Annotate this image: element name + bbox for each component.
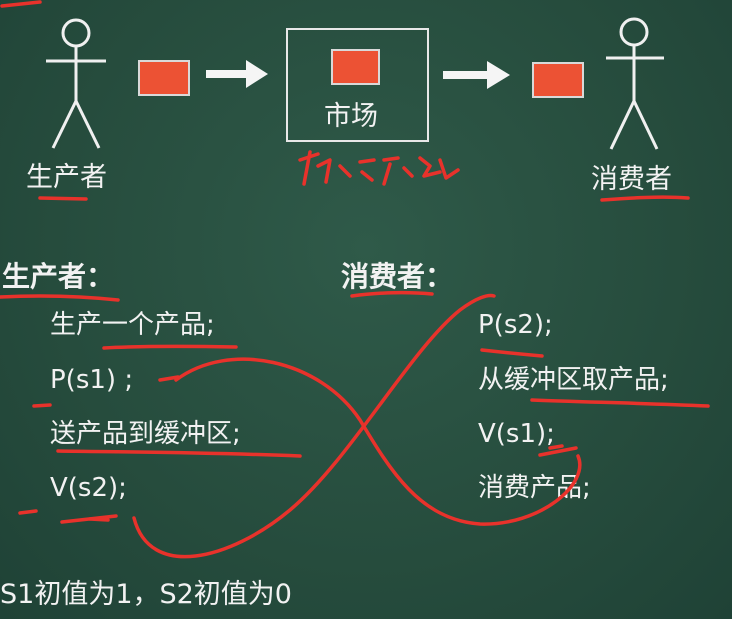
- underline-consumer-line-2: [530, 398, 710, 408]
- corner-mark: [0, 0, 42, 8]
- producer-line-3: 送产品到缓冲区;: [50, 419, 241, 449]
- handwritten-note: [298, 150, 460, 186]
- curve-s2-link: [132, 293, 496, 559]
- producer-heading: 生产者：: [2, 260, 115, 293]
- tick-producer-line-4a: [18, 509, 38, 515]
- underline-producer-line-3: [56, 449, 302, 458]
- tick-consumer-line-3b: [538, 446, 578, 457]
- tick-producer-line-4b: [88, 517, 110, 522]
- market-box: [286, 28, 429, 142]
- consumer-line-2: 从缓冲区取产品;: [478, 365, 669, 395]
- market-label: 市场: [324, 101, 378, 132]
- consumer-line-1: P(s2);: [478, 310, 553, 340]
- consumer-line-3: V(s1);: [478, 419, 555, 449]
- initial-values-note: S1初值为1，S2初值为0: [0, 579, 292, 610]
- underline-consumer-line-1: [480, 348, 544, 358]
- underline-producer-label: [38, 196, 88, 201]
- underline-consumer-label: [600, 195, 690, 202]
- arrow-right-icon-2: [443, 61, 510, 89]
- tick-consumer-line-3: [548, 444, 564, 450]
- underline-producer-line-1: [102, 344, 238, 350]
- curve-s1-link: [174, 357, 582, 526]
- product-box-consumer: [532, 62, 584, 98]
- producer-label: 生产者: [26, 162, 107, 193]
- producer-figure-icon: [46, 18, 106, 149]
- consumer-label: 消费者: [591, 164, 672, 195]
- producer-line-4: V(s2);: [50, 473, 127, 503]
- underline-consumer-heading: [350, 290, 434, 298]
- consumer-heading: 消费者：: [341, 260, 454, 293]
- producer-line-2: P(s1) ;: [50, 365, 134, 395]
- consumer-figure-icon: [606, 17, 664, 150]
- product-box-producer: [138, 60, 190, 96]
- producer-line-1: 生产一个产品;: [50, 310, 215, 340]
- tick-producer-line-2: [158, 375, 180, 382]
- arrow-right-icon: [206, 60, 268, 88]
- tick-producer-line-3: [32, 403, 52, 408]
- product-box-market: [331, 49, 380, 85]
- underline-producer-heading: [0, 294, 120, 302]
